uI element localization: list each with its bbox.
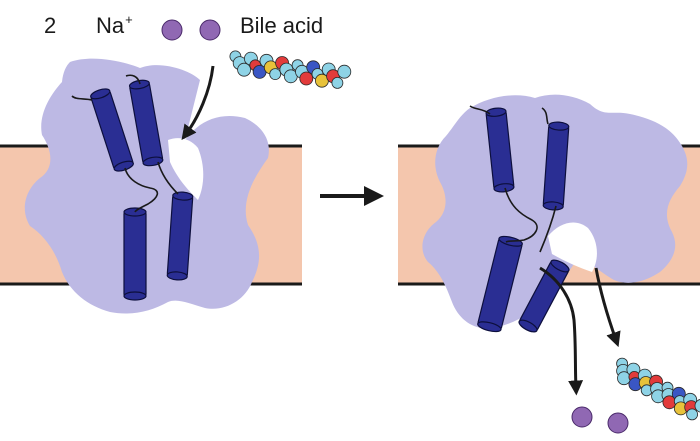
bile-acid-molecule-icon [616, 357, 700, 421]
sodium-ion-icon [161, 19, 183, 41]
sodium-ion-icon [571, 406, 593, 428]
ion-exit-arrow [539, 266, 584, 396]
ion-charge-label: + [125, 12, 133, 27]
helix-right-1 [485, 107, 515, 193]
helix-left-3 [123, 207, 147, 301]
substrate-entry-arrow [181, 65, 215, 141]
molecule-atom [331, 77, 344, 89]
helix-right-3 [477, 235, 523, 333]
helix-bundle-left [71, 74, 194, 301]
substrate-cavity-right [548, 222, 597, 272]
bile-acid-label: Bile acid [240, 13, 324, 38]
molecule-atom [686, 408, 698, 421]
molecule-atom [694, 399, 700, 413]
helix-tail-left-1 [71, 95, 93, 101]
molecule-atom [237, 62, 252, 77]
molecule-atom [299, 71, 314, 86]
helix-loop-left [124, 167, 159, 213]
helix-tail-right-2 [541, 107, 549, 125]
helix-loop-left-2 [157, 161, 179, 195]
molecule-atom [337, 64, 352, 79]
inward-facing-state [398, 94, 700, 396]
protein-surface-left [24, 58, 269, 314]
ion-symbol-text: Na [96, 13, 125, 38]
helix-left-4 [166, 191, 194, 281]
helix-right-2 [542, 121, 570, 211]
helix-tail-left-2 [125, 74, 141, 85]
helix-tail-right-1 [469, 105, 491, 115]
ion-symbol-label: Na+ [96, 12, 133, 39]
sodium-ion-icon [607, 412, 629, 434]
bile-acid-molecule-icon [229, 50, 352, 89]
substrate-cavity-left [168, 138, 204, 200]
helix-loop-right [504, 187, 538, 243]
helix-left-1 [90, 88, 134, 172]
molecule-atom [269, 68, 282, 80]
ion-count-label: 2 [44, 13, 57, 38]
outward-facing-state [0, 58, 302, 314]
helix-loop-right-2 [539, 205, 557, 253]
sodium-ion-icon [199, 19, 221, 41]
substrate-exit-arrow [594, 267, 621, 348]
